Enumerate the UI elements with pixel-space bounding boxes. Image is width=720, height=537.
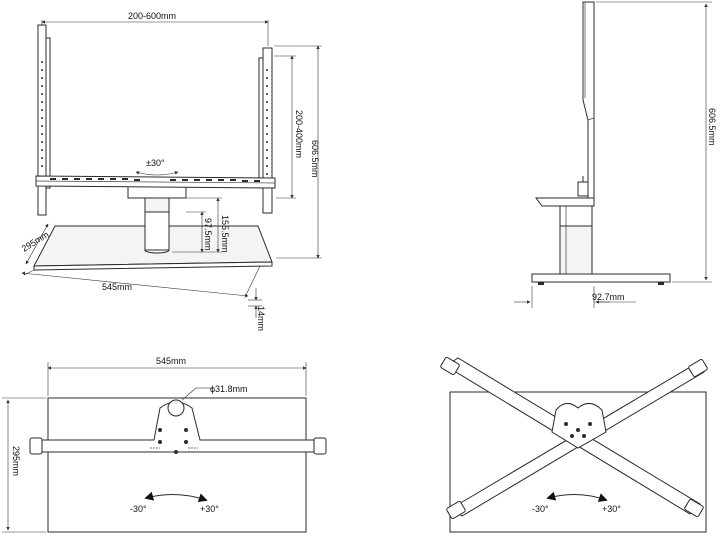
left-vertical-rail [37, 24, 51, 216]
column-outer-height-label: 155.5mm [220, 215, 230, 253]
top-support-arm [29, 399, 327, 455]
dim-base-thickness: 14mm [248, 288, 266, 331]
rotated-angle-right: +30° [602, 504, 621, 514]
side-total-height-label: 606.5mm [707, 108, 717, 146]
side-offset-label: 92.7mm [592, 292, 625, 302]
swivel-label: ±30° [146, 158, 165, 168]
rotated-angle-left: -30° [532, 504, 549, 514]
side-shelf [535, 197, 595, 207]
dim-height-range: 200-400mm [274, 55, 304, 199]
base-thickness-label: 14mm [256, 306, 266, 331]
top-dim-width: 545mm [47, 356, 307, 396]
hole-diameter-callout: ϕ31.8mm [181, 384, 248, 401]
total-height-label: 606.5mm [310, 140, 320, 178]
base-width-label: 545mm [102, 282, 132, 292]
top-view-rotated: -30° +30° [440, 356, 708, 533]
dim-width-range: 200-600mm [41, 11, 269, 46]
dim-base-width: 545mm [21, 265, 261, 298]
height-range-label: 200-400mm [294, 110, 304, 158]
dim-column-heights: 155.5mm 97.5mm [172, 197, 230, 253]
column-inner-height-label: 97.5mm [203, 218, 213, 251]
top-angle-right: +30° [200, 504, 219, 514]
top-angle-left: -30° [130, 504, 147, 514]
side-view: 606.5mm 92.7mm [514, 1, 717, 308]
front-perspective-view: ±30° 200-600mm 200-400mm 606.5mm [20, 11, 322, 331]
top-width-label: 545mm [156, 356, 186, 366]
side-dim-total-height: 606.5mm [596, 1, 717, 283]
top-rotation-indicator: -30° +30° [130, 491, 219, 514]
top-depth-label: 295mm [11, 446, 21, 476]
rotated-rotation-indicator: -30° +30° [532, 491, 621, 514]
horizontal-mounting-bar [35, 175, 276, 189]
rotated-center-hub [551, 403, 607, 449]
swivel-indicator: ±30° [135, 158, 179, 176]
side-bracket [577, 181, 589, 197]
dim-total-height: 606.5mm [274, 45, 322, 259]
top-view: 545mm 295mm ϕ31.8mm [2, 356, 327, 533]
side-column [559, 205, 593, 275]
width-range-label: 200-600mm [128, 11, 176, 21]
column-hole [167, 399, 185, 417]
hole-diameter-label: ϕ31.8mm [210, 384, 248, 394]
side-rail [582, 1, 595, 199]
side-base [531, 273, 671, 285]
top-dim-depth: 295mm [2, 397, 46, 533]
side-dim-offset: 92.7mm [514, 286, 636, 308]
